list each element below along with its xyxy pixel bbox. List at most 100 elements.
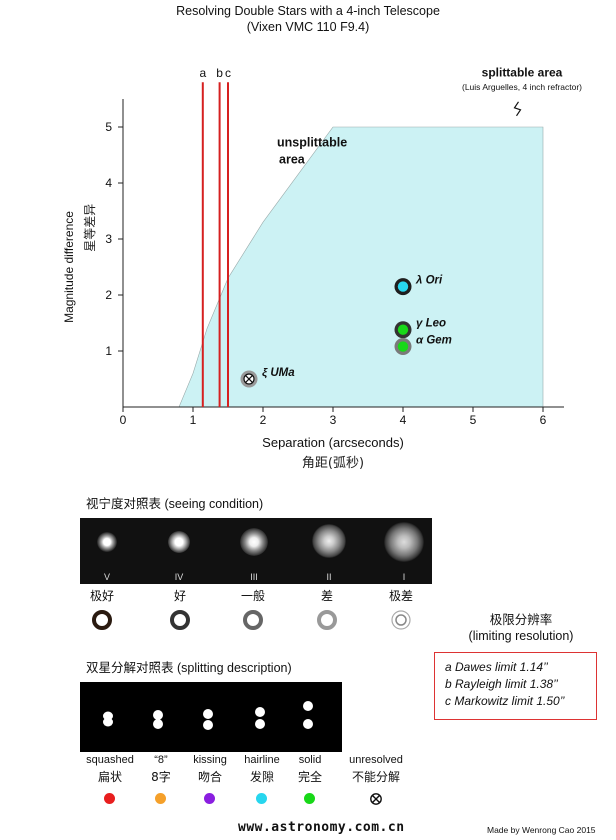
- seeing-star-v: [97, 532, 117, 552]
- split-label-hairline: hairline: [244, 754, 280, 766]
- x-tick-label: 1: [190, 413, 197, 427]
- split-dot-solid: [304, 793, 315, 804]
- splitting-image-strip: [80, 682, 342, 752]
- legend-markowitz: c Markowitz limit 1.50’’: [445, 694, 565, 708]
- seeing-numeral-i: I: [402, 572, 406, 582]
- splitting-heading: 双星分解对照表 (splitting description): [86, 657, 292, 676]
- seeing-numeral-ii: II: [326, 572, 332, 582]
- seeing-ring-row: [92, 610, 411, 630]
- y-tick-label: 1: [105, 344, 112, 358]
- star-core-gem: [397, 341, 409, 352]
- seeing-star-ii: [312, 524, 346, 558]
- split-dot-eight: [155, 793, 166, 804]
- x-tick-label: 5: [470, 413, 477, 427]
- splittable-label: splittable area: [482, 66, 563, 80]
- star-label-gem: α Gem: [416, 335, 452, 347]
- y-axis-label-cn: 星等差异: [83, 204, 97, 252]
- split-label-solid-cn: 完全: [297, 770, 322, 784]
- limit-letter-c: c: [225, 66, 231, 80]
- seeing-label-good: 好: [173, 589, 186, 603]
- seeing-photo-strip: V IV III II I: [80, 518, 432, 584]
- seeing-ring-poor: [317, 610, 337, 630]
- unresolved-icon: [370, 793, 382, 805]
- seeing-ring-very-poor-inner: [395, 614, 407, 626]
- site-url: www.astronomy.com.cn: [238, 820, 405, 835]
- seeing-label-very-poor: 极差: [388, 589, 413, 603]
- chart-title: Resolving Double Stars with a 4-inch Tel…: [0, 3, 616, 35]
- seeing-heading-en: (seeing condition): [164, 497, 264, 511]
- seeing-heading: 视宁度对照表 (seeing condition): [86, 493, 263, 512]
- star-label-ori: λ Ori: [415, 275, 443, 287]
- limiting-resolution-en: (limiting resolution): [468, 629, 574, 643]
- split-dot-squashed: [104, 793, 115, 804]
- split-label-squashed: squashed: [86, 754, 134, 766]
- split-dot-kissing: [204, 793, 215, 804]
- split-label-unresolved-cn: 不能分解: [351, 770, 400, 784]
- split-label-eight-cn: 8字: [151, 770, 171, 784]
- title-line-1: Resolving Double Stars with a 4-inch Tel…: [176, 4, 440, 18]
- limit-letter-b: b: [216, 66, 223, 80]
- limit-letter-a: a: [199, 66, 206, 80]
- splitting-heading-cn: 双星分解对照表: [86, 660, 174, 675]
- split-kissing-b: [203, 720, 213, 730]
- star-core-leo: [397, 324, 409, 335]
- split-label-squashed-cn: 扁状: [97, 770, 122, 784]
- y-axis-label: Magnitude difference: [62, 211, 76, 323]
- x-tick-label: 0: [120, 413, 127, 427]
- split-eight-b: [153, 719, 163, 729]
- seeing-star-i: [384, 522, 424, 562]
- split-label-solid: solid: [298, 754, 322, 766]
- split-solid-a: [303, 701, 313, 711]
- seeing-numeral-v: V: [103, 572, 110, 582]
- split-dot-hairline: [256, 793, 267, 804]
- seeing-label-excellent: 极好: [89, 589, 114, 603]
- unsplittable-label: unsplittable: [277, 136, 347, 150]
- splittable-note: (Luis Arguelles, 4 inch refractor): [462, 82, 582, 92]
- split-hairline-a: [255, 707, 265, 717]
- star-unresolved-x2: [245, 375, 253, 383]
- seeing-numeral-iii: III: [250, 572, 258, 582]
- split-label-hairline-cn: 发隙: [249, 770, 274, 784]
- y-tick-label: 5: [105, 120, 112, 134]
- splitting-heading-en: (splitting description): [177, 661, 292, 675]
- y-tick-label: 2: [105, 288, 112, 302]
- legend-rayleigh: b Rayleigh limit 1.38’’: [445, 677, 558, 691]
- x-tick-label: 2: [260, 413, 267, 427]
- x-axis-label: Separation (arcseconds): [262, 435, 404, 450]
- seeing-star-iv: [168, 531, 190, 553]
- seeing-heading-cn: 视宁度对照表: [86, 496, 162, 511]
- seeing-ring-good: [170, 610, 190, 630]
- star-unresolved-mark: [243, 373, 255, 385]
- title-line-2: (Vixen VMC 110 F9.4): [246, 20, 370, 34]
- split-label-eight: “8”: [154, 754, 168, 766]
- y-tick-label: 3: [105, 232, 112, 246]
- limiting-resolution-cn: 极限分辨率: [489, 612, 553, 627]
- split-label-kissing: kissing: [193, 754, 227, 766]
- limiting-resolution-label: 极限分辨率 (limiting resolution): [446, 611, 596, 645]
- credit: Made by Wenrong Cao 2015: [487, 825, 596, 835]
- x-axis-label-cn: 角距(弧秒): [302, 456, 364, 471]
- star-label-uma: ξ UMa: [262, 367, 295, 379]
- split-eight-a: [153, 710, 163, 720]
- y-tick-label: 4: [105, 176, 112, 190]
- x-tick-label: 3: [330, 413, 337, 427]
- seeing-label-average: 一般: [240, 589, 265, 603]
- seeing-star-iii: [240, 528, 268, 556]
- split-kissing-a: [203, 709, 213, 719]
- legend-dawes: a Dawes limit 1.14’’: [445, 660, 548, 674]
- star-core-ori: [397, 281, 409, 292]
- x-tick-label: 4: [400, 413, 407, 427]
- splittable-area: [178, 126, 544, 408]
- x-tick-label: 6: [540, 413, 547, 427]
- limits-legend: a Dawes limit 1.14’’ b Rayleigh limit 1.…: [434, 652, 597, 720]
- star-label-leo: γ Leo: [416, 318, 446, 330]
- seeing-ring-average: [243, 610, 263, 630]
- unsplittable-label-2: area: [279, 152, 306, 166]
- seeing-label-poor: 差: [320, 589, 333, 603]
- split-label-kissing-cn: 吻合: [197, 770, 222, 784]
- split-solid-b: [303, 719, 313, 729]
- pointer-squiggle: [513, 101, 522, 117]
- seeing-ring-excellent: [92, 610, 112, 630]
- split-label-unresolved: unresolved: [349, 754, 403, 766]
